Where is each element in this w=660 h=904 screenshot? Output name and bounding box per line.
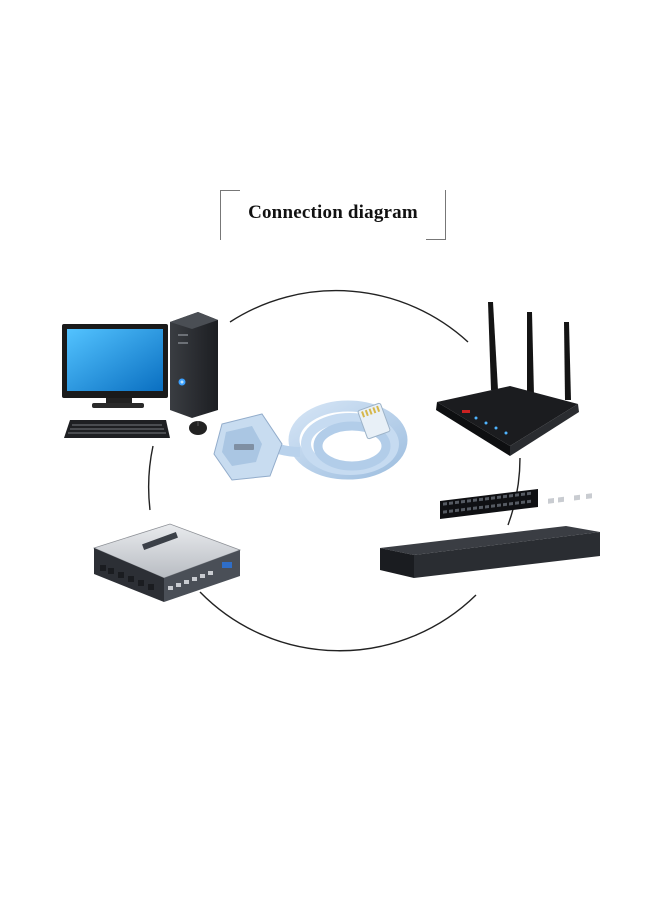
title-frame-top-left (220, 190, 240, 240)
router-icon (436, 302, 579, 456)
switch-icon-large (380, 488, 600, 578)
arc-top (229, 289, 469, 343)
arc-left (147, 445, 154, 511)
switch-icon-small (92, 523, 242, 602)
diagram-title: Connection diagram (248, 202, 418, 223)
title-frame-bottom-right (426, 190, 446, 240)
cable-icon (213, 400, 408, 481)
arc-bottom (199, 591, 477, 652)
diagram-title-box: Connection diagram (220, 190, 446, 240)
desktop-computer-icon (62, 312, 218, 438)
